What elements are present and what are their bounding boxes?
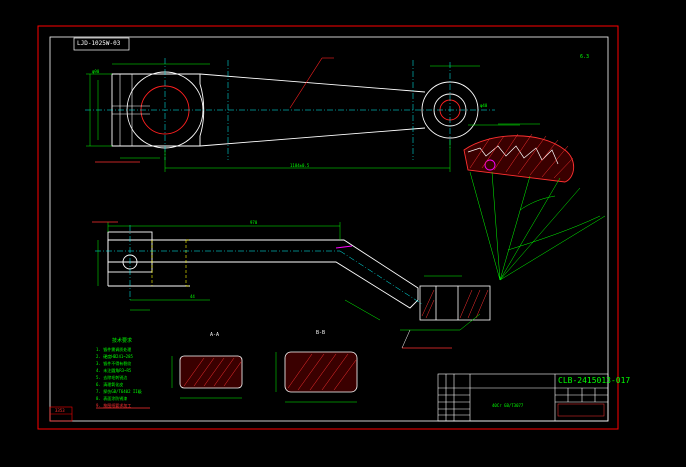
dim-bore-small: φ40 <box>480 103 488 108</box>
dim-bore-big: φ90 <box>92 69 100 74</box>
roughness-mark: 6.3 <box>580 54 590 60</box>
section-a <box>179 355 243 389</box>
detail-hatch <box>469 133 574 179</box>
bend-marker <box>335 245 353 249</box>
tech-requirement-item: 4. 未注圆角R3~R5 <box>96 368 132 373</box>
front-view-centerlines <box>95 225 423 305</box>
tech-requirement-item: 2. 硬度HB241~285 <box>96 354 133 359</box>
tech-requirement-item: 7. 探伤GB/T6402 II级 <box>96 389 142 394</box>
project-code-box <box>73 37 130 51</box>
section-a-hatch <box>183 357 242 387</box>
sheet-corner-code: 3353 <box>55 408 65 413</box>
dim-overall-length: 1184±0.5 <box>290 163 310 168</box>
top-view-dimensions <box>86 63 520 172</box>
title-block <box>437 373 609 422</box>
tech-requirement-item: 5. 去除毛刺锐边 <box>96 375 128 380</box>
inner-frame <box>49 36 609 422</box>
section-b-hatch <box>287 353 357 391</box>
tech-requirement-item: 8. 表面涂防锈漆 <box>96 396 128 401</box>
top-view-centerlines <box>85 58 495 160</box>
tech-requirement-item: 3. 锻件不得有裂纹 <box>96 361 132 366</box>
tech-requirement-item: 1. 锻件需调质处理 <box>96 347 132 352</box>
material-text: 40Cr GB/T3077 <box>492 403 524 408</box>
end-section <box>419 285 491 321</box>
front-view <box>107 231 419 309</box>
section-a-label: A-A <box>210 332 220 338</box>
front-view-dimensions <box>97 222 381 321</box>
project-code: LJD-1025W-03 <box>77 40 121 47</box>
dim-offset: 44 <box>190 294 195 299</box>
tech-requirements-list: 1. 锻件需调质处理 2. 硬度HB241~285 3. 锻件不得有裂纹 4. … <box>96 348 142 411</box>
outer-frame <box>37 25 619 430</box>
tech-requirement-item: 9. 按图纸要求加工 <box>96 403 132 408</box>
end-section-hatch <box>421 289 489 319</box>
tech-requirements-heading: 技术要求 <box>112 338 133 344</box>
part-number: CLB-2415013-017 <box>558 376 631 385</box>
dim-side-length: 970 <box>250 220 258 225</box>
top-leader <box>289 57 323 109</box>
section-b-label: B-B <box>316 330 326 336</box>
front-view-hidden <box>151 239 190 287</box>
detail-radial-lines <box>469 171 606 281</box>
section-b <box>284 351 358 393</box>
tech-requirement-item: 6. 清理氧化皮 <box>96 382 124 387</box>
